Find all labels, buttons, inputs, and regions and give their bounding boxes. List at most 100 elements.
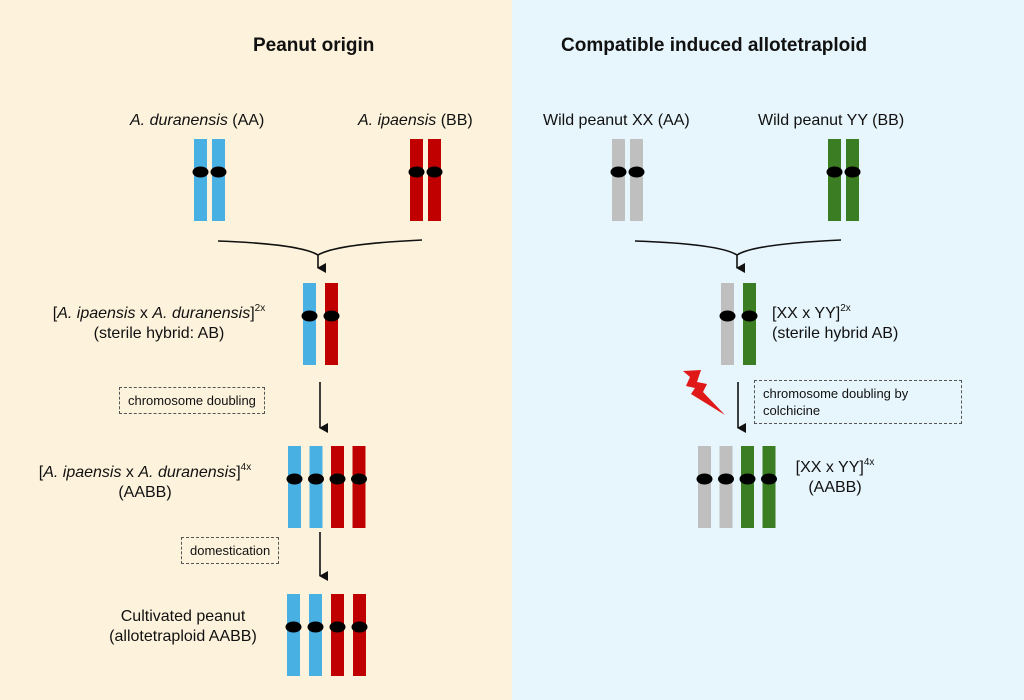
centromere <box>628 166 645 178</box>
wild-peanut-yy-label: Wild peanut YY (BB) <box>758 112 905 129</box>
bracket-close: ] <box>250 305 255 322</box>
chromosome-X <box>719 446 733 528</box>
left-panel-title: Peanut origin <box>253 35 375 56</box>
parent-bb-species: A. ipaensis <box>358 112 437 129</box>
hybrid-2x-note: (sterile hybrid: AB) <box>93 325 225 342</box>
centromere <box>301 310 318 322</box>
centromere <box>718 473 734 485</box>
chromosome-doubling-box: chromosome doubling <box>119 387 265 414</box>
chromosome-B <box>428 139 441 221</box>
centromere <box>351 473 367 485</box>
centromere <box>286 473 303 485</box>
xy-hybrid-note: (sterile hybrid AB) <box>772 325 899 342</box>
centromere <box>741 310 758 322</box>
centromere <box>426 166 443 178</box>
bracket-open: [ <box>52 305 58 322</box>
merge-arrow-left <box>217 239 423 256</box>
chromosome-X <box>698 446 711 528</box>
cultivated-line2: (allotetraploid AABB) <box>109 628 257 645</box>
parent-aa-label: A. duranensis (AA) <box>130 111 264 131</box>
xy-hybrid-name: [XX x YY] <box>772 305 841 322</box>
centromere <box>285 621 302 633</box>
chromosome-Y <box>828 139 841 221</box>
xy-tetraploid-note: (AABB) <box>808 479 862 496</box>
chromosome-A <box>288 446 301 528</box>
parent-aa-chromosomes <box>192 139 227 221</box>
ploidy-4x: 4x <box>863 457 875 468</box>
chromosome-Y <box>846 139 859 221</box>
centromere <box>826 166 843 178</box>
induced-allotetraploid-panel <box>512 0 1024 700</box>
chromosome-A <box>309 594 322 676</box>
xy-tetraploid-name: [XX x YY] <box>795 459 864 476</box>
chromosome-A <box>212 139 225 221</box>
ploidy-2x: 2x <box>254 303 266 314</box>
chromosome-Y <box>762 446 776 528</box>
chromosome-B <box>352 446 366 528</box>
hybrid-species1: A. ipaensis <box>57 305 136 322</box>
chromosome-A <box>194 139 207 221</box>
cross-symbol: x <box>135 305 153 322</box>
chromosome-A <box>303 283 316 365</box>
xy-hybrid-2x-label: [XX x YY]2x (sterile hybrid AB) <box>772 304 898 344</box>
chromosome-B <box>410 139 423 221</box>
centromere <box>323 310 340 322</box>
domestication-box: domestication <box>181 537 280 564</box>
xy-tetraploid-4x-chromosomes <box>696 446 777 528</box>
centromere <box>408 166 425 178</box>
chromosome-Y <box>743 283 756 365</box>
colchicine-line2: colchicine <box>763 403 821 418</box>
parent-bb-label: A. ipaensis (BB) <box>358 111 473 131</box>
xy-hybrid-2x-chromosomes <box>719 283 758 365</box>
hybrid-species2: A. duranensis <box>152 305 251 322</box>
chromosome-X <box>612 139 625 221</box>
parent-aa-genome: (AA) <box>232 112 265 129</box>
colchicine-line1: chromosome doubling by <box>763 386 909 401</box>
centromere <box>210 166 227 178</box>
wild-peanut-xx-label: Wild peanut XX (AA) <box>543 112 690 129</box>
centromere <box>351 621 368 633</box>
xy-tetraploid-4x-label: [XX x YY]4x (AABB) <box>790 458 880 498</box>
centromere <box>739 473 756 485</box>
centromere <box>761 473 777 485</box>
centromere <box>329 473 346 485</box>
chromosome-B <box>331 446 344 528</box>
tetraploid-4x-chromosomes <box>286 446 367 528</box>
centromere <box>719 310 736 322</box>
tetraploid-species1: A. ipaensis <box>43 464 122 481</box>
chromosome-A <box>287 594 300 676</box>
bracket-close: ] <box>236 464 241 481</box>
chromosome-B <box>353 594 366 676</box>
ploidy-2x: 2x <box>840 303 851 314</box>
chromosome-B <box>325 283 338 365</box>
chromosome-B <box>331 594 344 676</box>
colchicine-doubling-box: chromosome doubling by colchicine <box>754 380 962 424</box>
parent-bb-genome: (BB) <box>440 112 473 129</box>
tetraploid-4x-label: [A. ipaensis x A. duranensis]4x (AABB) <box>12 463 278 503</box>
hybrid-2x-label: [A. ipaensis x A. duranensis]2x (sterile… <box>30 304 288 344</box>
bracket-open: [ <box>38 464 44 481</box>
cross-symbol: x <box>121 464 139 481</box>
hybrid-2x-chromosomes <box>301 283 340 365</box>
cultivated-line1: Cultivated peanut <box>120 608 246 625</box>
centromere <box>610 166 627 178</box>
tetraploid-species2: A. duranensis <box>138 464 237 481</box>
chromosome-X <box>630 139 643 221</box>
centromere <box>329 621 346 633</box>
xx-parent-chromosomes <box>610 139 645 221</box>
centromere <box>844 166 861 178</box>
tetraploid-4x-note: (AABB) <box>118 484 172 501</box>
parent-bb-chromosomes <box>408 139 443 221</box>
centromere <box>307 621 324 633</box>
centromere <box>192 166 209 178</box>
centromere <box>696 473 713 485</box>
parent-aa-species: A. duranensis <box>130 112 228 129</box>
right-panel-title: Compatible induced allotetraploid <box>561 35 868 56</box>
cultivated-peanut-label: Cultivated peanut (allotetraploid AABB) <box>88 607 278 647</box>
cultivated-chromosomes <box>285 594 368 676</box>
centromere <box>308 473 324 485</box>
chromosome-Y <box>741 446 754 528</box>
chromosome-A <box>309 446 323 528</box>
ploidy-4x: 4x <box>240 462 252 473</box>
